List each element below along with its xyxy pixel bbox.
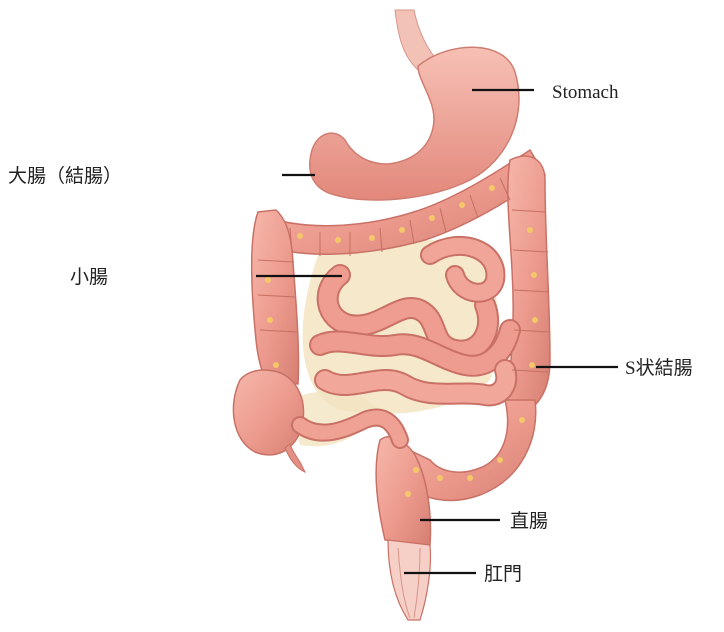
sigmoid-colon-label: S状結腸: [625, 357, 693, 379]
cecum: [233, 370, 303, 455]
rectum-label: 直腸: [510, 510, 548, 532]
stomach-label: Stomach: [552, 82, 619, 103]
appendix: [285, 444, 305, 472]
anus-label: 肛門: [484, 564, 522, 585]
anal-canal: [388, 540, 431, 620]
small-intestine-label: 小腸: [70, 266, 108, 288]
large-intestine-label: 大腸（結腸）: [8, 165, 122, 187]
rectum-organ: [376, 437, 430, 545]
